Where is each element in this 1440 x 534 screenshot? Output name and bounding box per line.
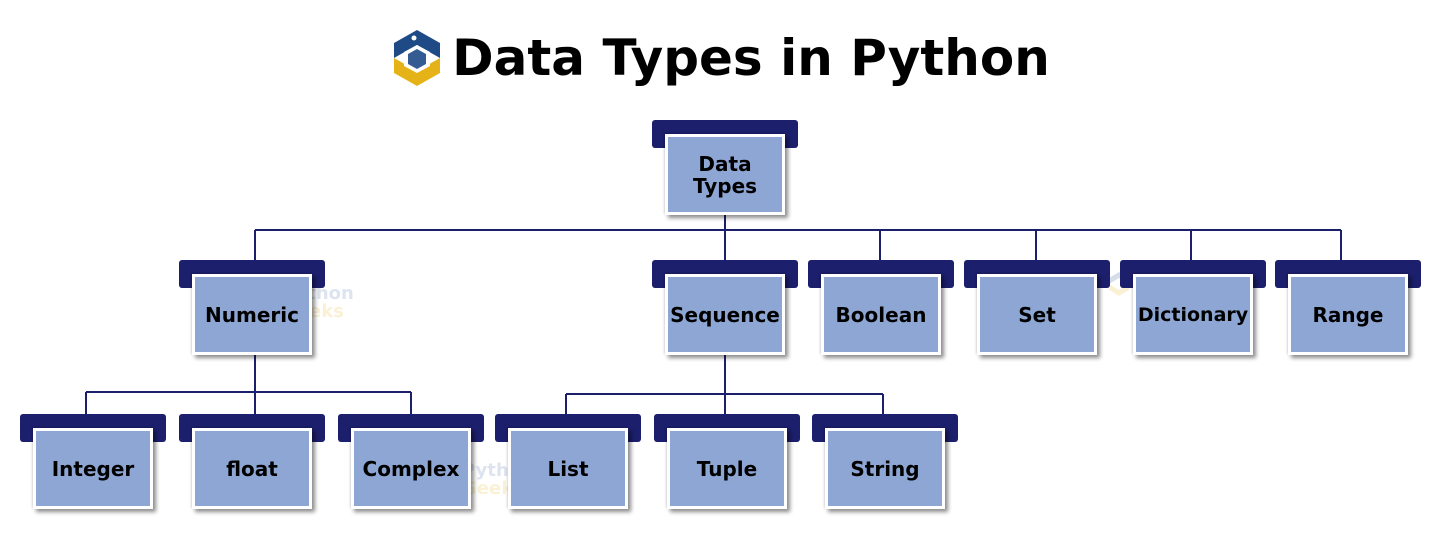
- title-bar: Data Types in Python: [0, 22, 1440, 94]
- node-list: List: [495, 414, 641, 509]
- node-label: String: [850, 456, 920, 481]
- node-label: Dictionary: [1137, 303, 1249, 326]
- node-label: Integer: [51, 456, 135, 481]
- node-card: Dictionary: [1133, 274, 1253, 355]
- node-string: String: [812, 414, 958, 509]
- node-card: Set: [977, 274, 1097, 355]
- node-dictionary: Dictionary: [1120, 260, 1266, 355]
- node-label: List: [547, 456, 589, 481]
- node-label: Numeric: [205, 302, 299, 327]
- node-range: Range: [1275, 260, 1421, 355]
- node-card: Range: [1288, 274, 1408, 355]
- node-card: Numeric: [192, 274, 312, 355]
- node-integer: Integer: [20, 414, 166, 509]
- node-card: Data Types: [665, 134, 785, 215]
- node-boolean: Boolean: [808, 260, 954, 355]
- node-label: Sequence: [670, 302, 780, 327]
- node-card: float: [192, 428, 312, 509]
- diagram-title: Data Types in Python: [452, 29, 1050, 87]
- node-card: Complex: [351, 428, 471, 509]
- node-tuple: Tuple: [654, 414, 800, 509]
- node-data-types: Data Types: [652, 120, 798, 215]
- node-float: float: [179, 414, 325, 509]
- node-label: Range: [1312, 302, 1384, 327]
- node-card: List: [508, 428, 628, 509]
- node-card: Integer: [33, 428, 153, 509]
- node-set: Set: [964, 260, 1110, 355]
- node-card: String: [825, 428, 945, 509]
- node-sequence: Sequence: [652, 260, 798, 355]
- node-label: Set: [1018, 302, 1056, 327]
- node-card: Sequence: [665, 274, 785, 355]
- node-card: Tuple: [667, 428, 787, 509]
- python-geeks-logo-icon: [394, 30, 441, 86]
- node-label: float: [226, 456, 278, 481]
- node-label: Complex: [362, 456, 460, 481]
- node-card: Boolean: [821, 274, 941, 355]
- node-numeric: Numeric: [179, 260, 325, 355]
- node-label: Boolean: [835, 302, 927, 327]
- node-label: Tuple: [696, 456, 758, 481]
- node-complex: Complex: [338, 414, 484, 509]
- node-label: Data Types: [692, 151, 758, 198]
